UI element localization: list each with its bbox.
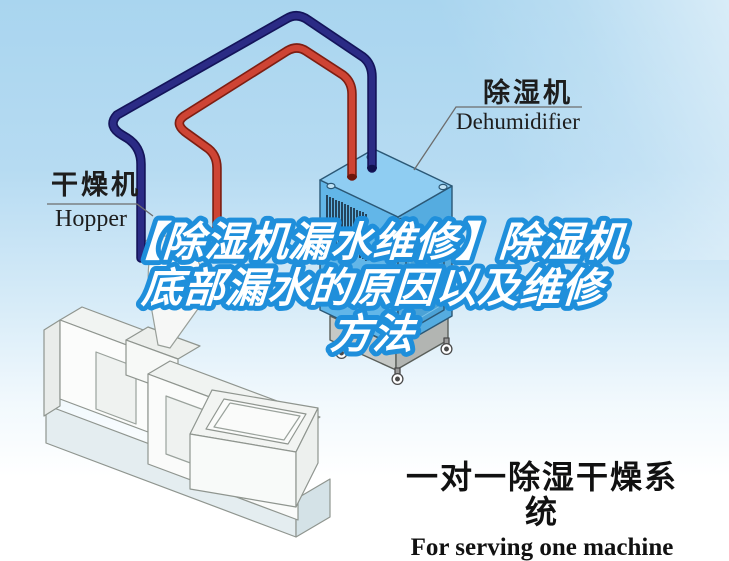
- dehumidifier-illustration: [319, 148, 453, 386]
- vent-slats-lower: [326, 228, 367, 261]
- hopper-label-callout-line: [47, 203, 154, 217]
- dehumidifier-label-en: Dehumidifier: [456, 109, 580, 134]
- system-caption-en: For serving one machine: [410, 534, 674, 561]
- dehumidifier-label-callout-line: [413, 106, 582, 171]
- system-caption-zh: 一对一除湿干燥系统: [405, 459, 678, 531]
- headline-line2: 底部漏水的原因以及维修: [139, 265, 610, 311]
- headline-line1: 【除湿机漏水维修】除湿机: [119, 219, 628, 265]
- return-air-pipe: [174, 43, 357, 247]
- supply-air-pipe: [108, 11, 377, 263]
- hopper-label-zh: 干燥机: [51, 170, 141, 200]
- headline-line2-outline: 底部漏水的原因以及维修: [139, 265, 610, 311]
- vent-slats-upper: [326, 195, 367, 240]
- dehumidifier-label-zh: 除湿机: [483, 78, 573, 108]
- caster-wheels: [335, 337, 453, 386]
- extruder-machine-illustration: [43, 306, 331, 538]
- hopper-label-en: Hopper: [55, 206, 127, 232]
- headline-line3-outline: 方法: [329, 311, 419, 357]
- system-caption: 一对一除湿干燥系统 For serving one machine: [398, 459, 686, 561]
- pipe-connector-red: [347, 173, 357, 181]
- pipe-connector-blue: [367, 164, 377, 172]
- headline-line3: 方法: [329, 311, 419, 357]
- headline-line1-outline: 【除湿机漏水维修】除湿机: [119, 219, 628, 265]
- access-door: [405, 220, 445, 333]
- drying-hopper-funnel: [143, 235, 203, 349]
